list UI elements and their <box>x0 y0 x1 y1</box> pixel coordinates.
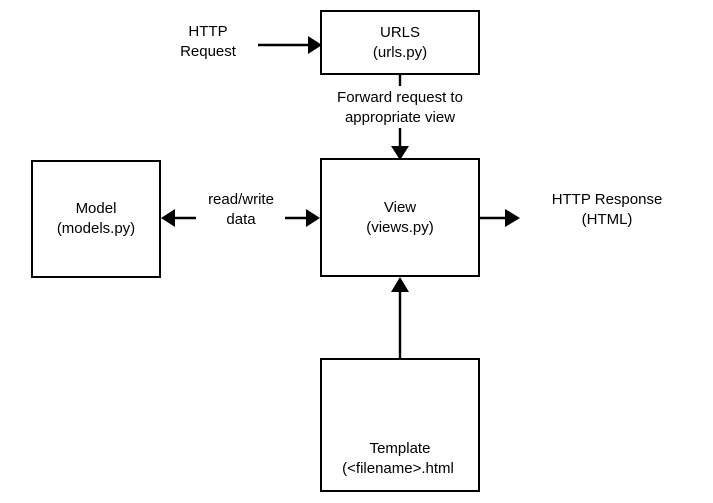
node-template-title: Template <box>369 440 431 458</box>
label-http-response: HTTP Response (HTML) <box>527 190 687 230</box>
node-template[interactable]: Template (<filename>.html <box>320 358 480 492</box>
node-view-title: View <box>383 198 417 216</box>
label-http-response-line1: HTTP Response <box>551 191 663 208</box>
label-http-request-line2: Request <box>180 42 236 60</box>
label-forward-request: Forward request to appropriate view <box>312 88 488 128</box>
node-urls-title: URLS <box>379 23 420 41</box>
label-read-write-data-line1: read/write <box>208 191 274 208</box>
node-urls[interactable]: URLS (urls.py) <box>320 10 480 75</box>
node-template-body: Template (<filename>.html <box>342 439 456 479</box>
label-http-request-line1: HTTP <box>188 23 228 40</box>
label-read-write-data-line2: data <box>226 210 256 228</box>
node-model-title: Model <box>75 200 117 218</box>
label-read-write-data: read/write data <box>197 190 285 230</box>
node-view[interactable]: View (views.py) <box>320 158 480 277</box>
label-http-response-line2: (HTML) <box>581 210 633 228</box>
node-model-subtitle: (models.py) <box>56 220 136 237</box>
label-forward-request-line1: Forward request to <box>337 89 463 106</box>
node-template-subtitle: (<filename>.html <box>342 460 454 477</box>
node-urls-subtitle: (urls.py) <box>372 43 428 61</box>
label-forward-request-line2: appropriate view <box>344 108 456 126</box>
node-view-subtitle: (views.py) <box>366 218 434 236</box>
node-model[interactable]: Model (models.py) <box>31 160 161 278</box>
label-http-request: HTTP Request <box>163 22 253 62</box>
